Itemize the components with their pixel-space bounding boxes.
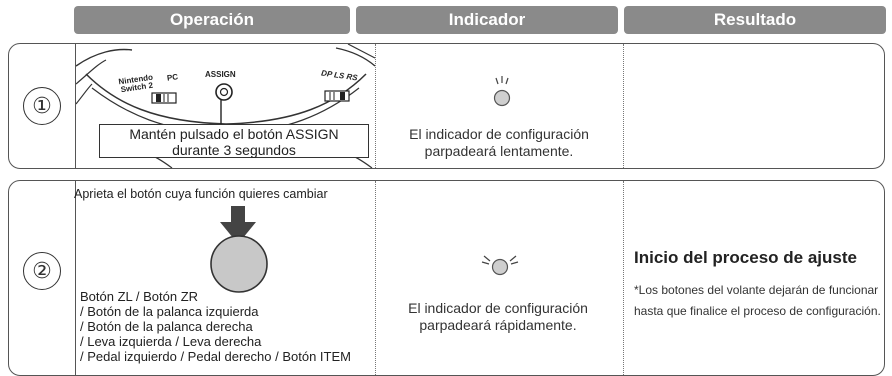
mode-switch-icon: [324, 90, 350, 102]
step-1-number-cell: ①: [9, 44, 75, 168]
step-2-number: ②: [23, 252, 61, 290]
mode-switch-icon: [151, 92, 177, 104]
list-item: Botón ZL / Botón ZR: [80, 289, 199, 304]
label-pc: PC: [166, 72, 179, 83]
step-2-row: ②: [8, 180, 885, 376]
step-1-row: ① Nintendo Switch 2 PC ASSIGN DP LS RS: [8, 43, 885, 169]
assign-button-icon: [215, 83, 233, 101]
callout-pointer: [220, 100, 222, 124]
list-item: / Leva izquierda / Leva derecha: [80, 334, 262, 349]
column-divider: [623, 181, 624, 375]
step-2-result-note: *Los botones del volante dejarán de func…: [634, 283, 881, 318]
step-2-result-title: Inicio del proceso de ajuste: [634, 248, 857, 267]
list-item: / Botón de la palanca derecha: [80, 319, 253, 334]
step-2-indicator-text: El indicador de configuración parpadeará…: [376, 300, 620, 334]
header-operation: Operación: [74, 6, 350, 34]
step-divider: [75, 44, 76, 168]
step-2-hint: Aprieta el botón cuya función quieres ca…: [74, 187, 328, 201]
step-2-button-list: Botón ZL / Botón ZR / Botón de la palanc…: [80, 289, 351, 364]
list-item: / Botón de la palanca izquierda: [80, 304, 259, 319]
step-1-number: ①: [23, 87, 61, 125]
press-arrow-icon: [220, 206, 256, 244]
label-assign: ASSIGN: [205, 70, 236, 79]
step-divider: [75, 181, 76, 375]
slow-blink-led-icon: [493, 76, 511, 107]
step-1-indicator-line2: parpadeará lentamente.: [424, 143, 574, 159]
column-divider: [375, 44, 376, 168]
step-1-instruction-line2: durante 3 segundos: [172, 142, 296, 158]
header-result: Resultado: [624, 6, 886, 34]
step-2-indicator-line2: parpadeará rápidamente.: [419, 317, 577, 333]
step-1-instruction-line1: Mantén pulsado el botón ASSIGN: [129, 126, 339, 142]
fast-blink-led-icon: [481, 255, 519, 276]
step-1-instruction-callout: Mantén pulsado el botón ASSIGN durante 3…: [99, 124, 369, 158]
step-1-indicator-text: El indicador de configuración parpadeará…: [377, 126, 621, 160]
column-divider: [375, 181, 376, 375]
step-1-indicator-line1: El indicador de configuración: [409, 126, 589, 142]
round-button-icon: [210, 235, 268, 293]
step-2-number-cell: ②: [9, 181, 75, 361]
list-item: / Pedal izquierdo / Pedal derecho / Botó…: [80, 349, 351, 364]
step-2-indicator-line1: El indicador de configuración: [408, 300, 588, 316]
header-indicator: Indicador: [356, 6, 618, 34]
column-divider: [623, 44, 624, 168]
